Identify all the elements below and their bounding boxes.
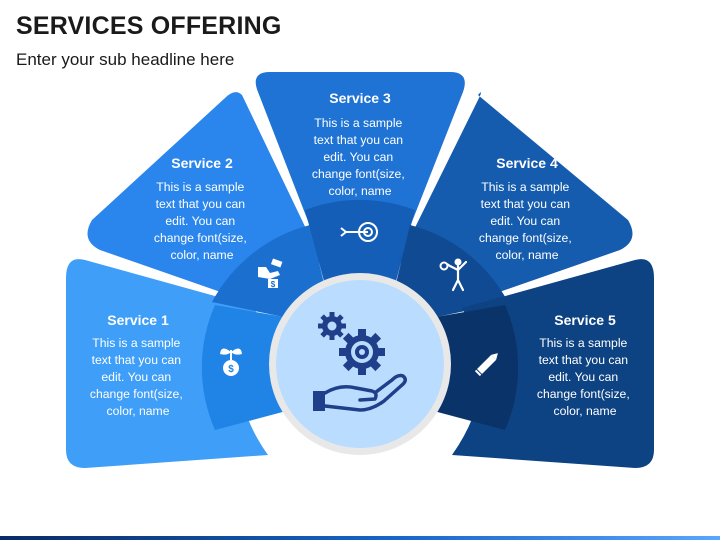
service-1-line-3: edit. You can xyxy=(101,370,171,384)
service-5-line-5: color, name xyxy=(553,404,616,418)
svg-text:This is a sample text th: This is a sample text that you can edit.… xyxy=(154,180,250,262)
plant-dollar-icon: $ xyxy=(220,348,242,376)
service-3-line-2: text that you can xyxy=(314,133,403,147)
service-4-line-4: change font(size, xyxy=(479,231,572,245)
service-1-line-2: text that you can xyxy=(92,353,181,367)
service-2-line-4: change font(size, xyxy=(154,231,247,245)
service-4-panel: Service 4 This is a sample text that you… xyxy=(392,92,633,318)
service-4-line-2: text that you can xyxy=(481,197,570,211)
service-3-line-1: This is a sample xyxy=(314,116,402,130)
service-2-line-3: edit. You can xyxy=(165,214,235,228)
service-2-panel: Service 2 This is a sample text that you… xyxy=(87,92,328,318)
service-2-line-1: This is a sample xyxy=(156,180,244,194)
service-4-line-3: edit. You can xyxy=(490,214,560,228)
service-3-line-3: edit. You can xyxy=(323,150,393,164)
service-2-arc xyxy=(212,225,328,318)
service-3-line-4: change font(size, xyxy=(312,167,405,181)
service-3-panel: Service 3 This is a sample text that you… xyxy=(255,72,465,285)
service-5-arc xyxy=(430,305,519,430)
service-5-line-3: edit. You can xyxy=(548,370,618,384)
page-subtitle: Enter your sub headline here xyxy=(16,50,235,69)
service-4-arc xyxy=(392,225,508,318)
service-1-line-1: This is a sample xyxy=(92,336,180,350)
svg-text:This is a sample text th: This is a sample text that you can edit.… xyxy=(537,336,633,418)
service-5-panel: Service 5 This is a sample text that you… xyxy=(430,259,654,468)
service-4-line-5: color, name xyxy=(495,248,558,262)
service-1-line-4: change font(size, xyxy=(90,387,183,401)
service-5-title: Service 5 xyxy=(554,312,616,328)
service-1-line-5: color, name xyxy=(106,404,169,418)
service-3-arc xyxy=(305,199,415,285)
hand-money-icon: $ xyxy=(258,258,283,289)
bottom-accent-bar xyxy=(0,536,720,540)
service-2-title: Service 2 xyxy=(171,155,233,171)
service-1-title: Service 1 xyxy=(107,312,169,328)
target-arrow-icon xyxy=(340,222,378,242)
service-1-arc xyxy=(201,305,290,430)
service-1-panel: Service 1 This is a sample text that you… xyxy=(66,259,290,468)
page-title: SERVICES OFFERING xyxy=(16,12,282,40)
pencil-icon xyxy=(474,353,498,377)
hand-gears-icon xyxy=(313,312,407,412)
svg-text:$: $ xyxy=(271,280,276,289)
service-2-line-5: color, name xyxy=(170,248,233,262)
service-2-line-2: text that you can xyxy=(156,197,245,211)
service-3-line-5: color, name xyxy=(328,184,391,198)
service-3-title: Service 3 xyxy=(329,90,391,106)
svg-text:$: $ xyxy=(228,364,234,375)
service-5-line-4: change font(size, xyxy=(537,387,630,401)
service-4-title: Service 4 xyxy=(496,155,558,171)
person-key-icon xyxy=(439,258,468,292)
svg-text:This is a sample text th: This is a sample text that you can edit.… xyxy=(90,336,186,418)
service-5-line-2: text that you can xyxy=(539,353,628,367)
svg-text:This is a sample text th: This is a sample text that you can edit.… xyxy=(479,180,575,262)
service-5-line-1: This is a sample xyxy=(539,336,627,350)
svg-text:This is a sample text th: This is a sample text that you can edit.… xyxy=(312,116,408,198)
center-hub xyxy=(269,273,451,455)
service-4-line-1: This is a sample xyxy=(481,180,569,194)
